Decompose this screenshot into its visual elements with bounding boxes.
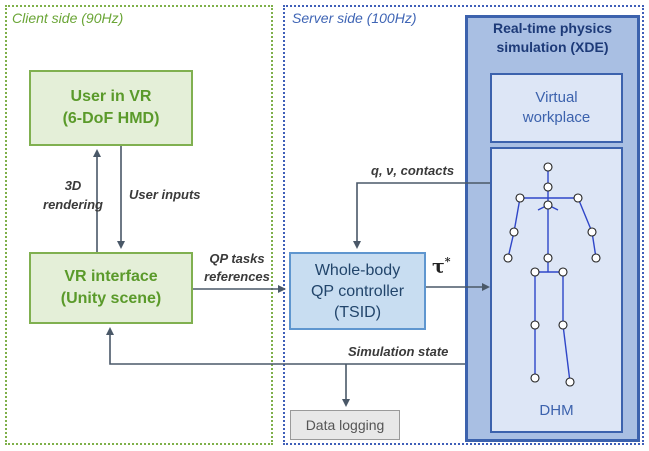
client-side-title: Client side (90Hz) — [12, 10, 124, 26]
joint-ankle-left — [530, 373, 540, 383]
tsid-line2: QP controller — [310, 282, 405, 300]
virtual-workplace-box: Virtual workplace — [490, 73, 623, 143]
joint-shoulder-right — [573, 193, 583, 203]
data-logging-box: Data logging — [290, 410, 400, 440]
workplace-line1: Virtual — [535, 89, 578, 106]
joint-ankle-right — [565, 377, 575, 387]
joint-elbow-left — [509, 227, 519, 237]
rendering-label-line2: rendering — [43, 197, 103, 212]
joint-head — [543, 162, 553, 172]
dhm-label: DHM — [539, 402, 574, 419]
vr-interface-line2: (Unity scene) — [60, 290, 162, 307]
torque-symbol: τ — [432, 255, 445, 278]
rendering-label-line1: 3D — [64, 178, 82, 193]
qp-label-line2: references — [204, 269, 270, 284]
tsid-controller-box: Whole-body QP controller (TSID) — [289, 252, 426, 330]
vr-interface-box: VR interface (Unity scene) — [29, 252, 193, 324]
dhm-box — [490, 147, 623, 433]
joint-knee-right — [558, 320, 568, 330]
user-in-vr-box: User in VR (6-DoF HMD) — [29, 70, 193, 146]
vr-interface-line1: VR interface — [64, 268, 158, 285]
xde-title-line2: simulation (XDE) — [496, 39, 609, 55]
qp-tasks-label: QP tasks references — [197, 250, 277, 286]
server-side-title: Server side (100Hz) — [292, 10, 417, 26]
qp-label-line1: QP tasks — [209, 251, 265, 266]
user-vr-line2: (6-DoF HMD) — [62, 110, 160, 127]
xde-title: Real-time physics simulation (XDE) — [465, 19, 640, 57]
joint-chest — [543, 200, 553, 210]
torque-sup: * — [444, 255, 451, 268]
dhm-joints — [503, 162, 601, 387]
joint-elbow-right — [587, 227, 597, 237]
joint-wrist-left — [503, 253, 513, 263]
tsid-line1: Whole-body — [314, 261, 401, 279]
torque-label: τ* — [432, 255, 451, 277]
joint-hip-left — [530, 267, 540, 277]
joint-wrist-right — [591, 253, 601, 263]
joint-hip-right — [558, 267, 568, 277]
joint-pelvis — [543, 253, 553, 263]
simulation-state-label: Simulation state — [348, 344, 449, 359]
dhm-skeleton — [507, 168, 597, 383]
state-feedback-arrow — [353, 182, 490, 249]
joint-knee-left — [530, 320, 540, 330]
xde-title-line1: Real-time physics — [492, 20, 613, 36]
tsid-line3: (TSID) — [333, 303, 382, 321]
state-feedback-label: q, ν, contacts — [371, 163, 455, 178]
joint-shoulder-left — [515, 193, 525, 203]
joint-neck — [543, 182, 553, 192]
workplace-line2: workplace — [522, 109, 591, 126]
client-side-region — [5, 5, 273, 445]
rendering-label: 3D rendering — [38, 176, 108, 214]
server-side-region — [283, 5, 644, 445]
user-inputs-label: User inputs — [129, 187, 201, 202]
user-vr-line1: User in VR — [70, 88, 152, 105]
